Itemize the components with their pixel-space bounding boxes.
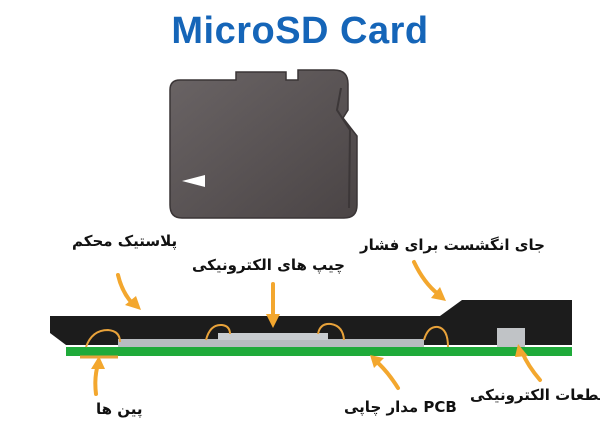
label-pins: پین ها [96,400,143,418]
electronic-component [497,328,525,347]
microsd-card-image [169,69,358,219]
chip-layer [118,339,424,347]
label-finger-grip: جای انگشست برای فشار [360,236,545,254]
label-chips: چیپ های الکترونیکی [192,256,345,274]
plastic-shell [50,300,572,345]
pcb-board [66,347,572,356]
cross-section [50,300,572,359]
chip-top [218,333,328,340]
arrow-heads [91,287,528,369]
finger-arrow-icon [412,260,440,296]
pcb-arrow-icon [375,360,400,390]
label-components: قطعات الکترونیکی [470,386,600,404]
insert-arrow-icon [182,175,205,187]
bond-wires [85,322,449,348]
diagram-title: MicroSD Card [171,10,429,52]
label-pcb: مدار چاپی PCB [344,398,457,416]
plastic-arrow-icon [116,273,134,305]
label-plastic: پلاستیک محکم [72,232,178,250]
